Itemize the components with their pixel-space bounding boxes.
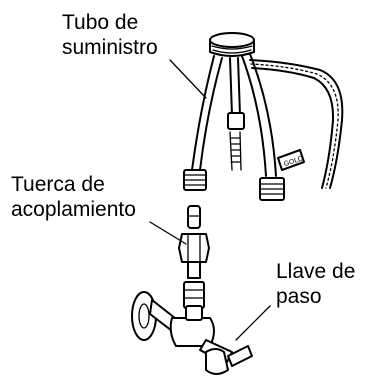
leader-lines	[149, 59, 271, 341]
left-supply-tube	[183, 55, 223, 191]
coupling-nut-label: Tuerca de acoplamiento	[11, 172, 136, 222]
leader-supply-tube	[169, 59, 207, 99]
supply-tube-label-line1: Tubo de	[62, 11, 139, 34]
coupling-nut-assembly	[178, 205, 210, 309]
supply-tube-label-line2: suministro	[62, 36, 158, 59]
faucet-base	[209, 32, 255, 57]
coupling-nut-label-line2: acoplamiento	[11, 198, 136, 221]
leader-shutoff-valve	[235, 305, 271, 341]
shutoff-valve-label-line2: paso	[276, 285, 322, 308]
shutoff-valve	[131, 291, 253, 375]
shutoff-valve-label-line1: Llave de	[276, 260, 356, 283]
flexible-hose	[249, 59, 344, 189]
center-supply-tube	[227, 57, 245, 171]
gold-tag: GOLD	[277, 149, 305, 171]
shutoff-valve-label: Llave de paso	[276, 259, 355, 309]
right-supply-tube	[241, 53, 285, 201]
coupling-nut-label-line1: Tuerca de	[11, 173, 105, 196]
supply-tube-label: Tubo de suministro	[62, 10, 158, 60]
leader-coupling-nut	[149, 221, 187, 245]
